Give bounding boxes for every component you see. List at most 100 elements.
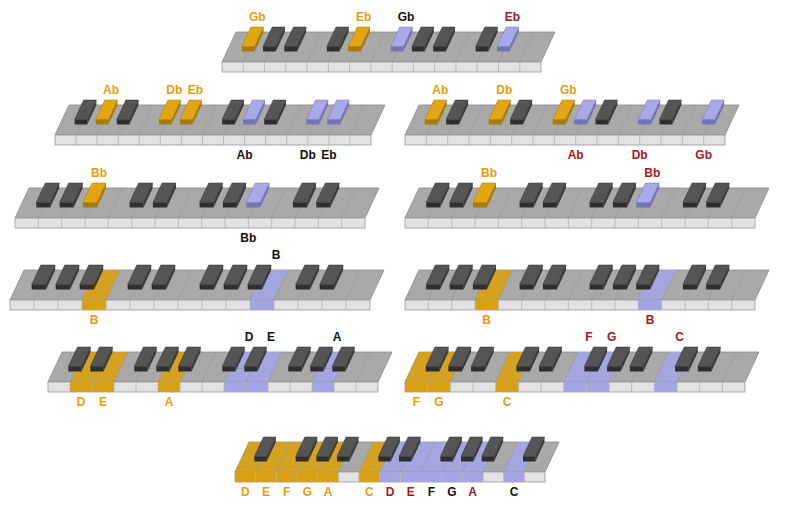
- key-divider: [568, 188, 582, 218]
- key-divider: [342, 188, 356, 218]
- black-key-front: [702, 120, 715, 125]
- black-key-front: [636, 203, 650, 208]
- white-key-divider: [92, 382, 93, 392]
- white-key-divider: [178, 218, 179, 228]
- white-key-divider: [703, 135, 704, 145]
- note-label: D: [386, 485, 395, 499]
- white-key-divider: [248, 218, 249, 228]
- white-key-divider: [338, 472, 339, 482]
- white-key-front: [48, 382, 378, 392]
- white-key-divider: [722, 382, 723, 392]
- black-key: [248, 265, 272, 285]
- white-key-front-highlight: [380, 472, 401, 482]
- key-divider: [662, 270, 676, 300]
- white-key-divider: [469, 135, 470, 145]
- black-key-front: [698, 367, 712, 372]
- black-key: [83, 183, 106, 203]
- white-key-divider: [246, 382, 247, 392]
- note-label: B: [90, 313, 99, 327]
- white-key-divider: [108, 218, 109, 228]
- white-key-divider: [158, 382, 159, 392]
- black-key-front: [636, 285, 650, 290]
- white-key-divider: [307, 62, 308, 72]
- white-key-divider: [76, 135, 77, 145]
- black-key: [130, 183, 153, 203]
- white-key-divider: [597, 135, 598, 145]
- key-divider: [732, 188, 746, 218]
- key-divider: [662, 188, 676, 218]
- black-key-front: [200, 203, 214, 208]
- black-key-front: [68, 367, 81, 372]
- black-key-front: [660, 120, 673, 125]
- white-key-divider: [428, 300, 429, 310]
- white-key-front-highlight: [246, 382, 268, 392]
- key-divider: [456, 32, 470, 62]
- black-key: [553, 100, 575, 120]
- black-key: [378, 437, 400, 457]
- white-key-divider: [615, 218, 616, 228]
- black-key-front: [117, 120, 130, 125]
- black-key-front: [520, 285, 534, 290]
- white-key-divider: [661, 218, 662, 228]
- black-key-front: [316, 203, 330, 208]
- white-key-divider: [70, 382, 71, 392]
- note-label: Gb: [398, 10, 415, 24]
- white-key-divider: [349, 135, 350, 145]
- white-key-divider: [370, 62, 371, 72]
- white-key-front: [222, 62, 541, 72]
- black-key: [440, 437, 462, 457]
- key-divider: [359, 442, 373, 472]
- black-key-front: [476, 47, 489, 52]
- black-key: [574, 100, 596, 120]
- white-key-divider: [202, 135, 203, 145]
- black-key: [80, 265, 104, 285]
- black-key: [520, 183, 543, 203]
- keyboard: [222, 27, 555, 72]
- black-key-front: [152, 285, 166, 290]
- black-key: [660, 100, 682, 120]
- key-divider: [272, 188, 286, 218]
- white-key-divider: [130, 300, 131, 310]
- black-key-front: [425, 120, 438, 125]
- white-key-front-highlight: [276, 472, 297, 482]
- white-key-divider: [483, 472, 484, 482]
- black-key: [316, 437, 338, 457]
- white-key-divider: [518, 382, 519, 392]
- white-key-front: [15, 218, 365, 228]
- black-key: [613, 265, 636, 285]
- white-key-front: [55, 135, 371, 145]
- black-key-front: [482, 457, 494, 462]
- white-key-divider: [661, 300, 662, 310]
- black-key: [153, 183, 176, 203]
- white-key-divider: [568, 300, 569, 310]
- white-key-front-highlight: [318, 472, 339, 482]
- note-label: Gb: [695, 148, 712, 162]
- white-key-divider: [139, 135, 140, 145]
- black-key-front: [543, 203, 557, 208]
- white-key-divider: [524, 472, 525, 482]
- black-key: [200, 265, 224, 285]
- white-key-divider: [441, 472, 442, 482]
- key-divider: [732, 270, 746, 300]
- white-key-front-highlight: [564, 382, 587, 392]
- black-key-front: [327, 120, 340, 125]
- black-key-front: [96, 120, 109, 125]
- white-key-divider: [295, 218, 296, 228]
- black-key: [310, 347, 332, 367]
- black-key-front: [296, 457, 308, 462]
- white-key-front-highlight: [475, 300, 498, 310]
- key-divider: [108, 188, 122, 218]
- black-key: [159, 100, 181, 120]
- key-divider: [421, 442, 435, 472]
- black-key: [180, 100, 202, 120]
- black-key-front: [32, 285, 46, 290]
- black-key-front: [75, 120, 88, 125]
- black-key-front: [332, 367, 345, 372]
- black-key-front: [80, 285, 94, 290]
- white-key-divider: [114, 382, 115, 392]
- black-key-front: [310, 367, 323, 372]
- white-key-divider: [428, 218, 429, 228]
- black-key-front: [222, 367, 235, 372]
- white-key-divider: [58, 300, 59, 310]
- note-label: A: [333, 330, 342, 344]
